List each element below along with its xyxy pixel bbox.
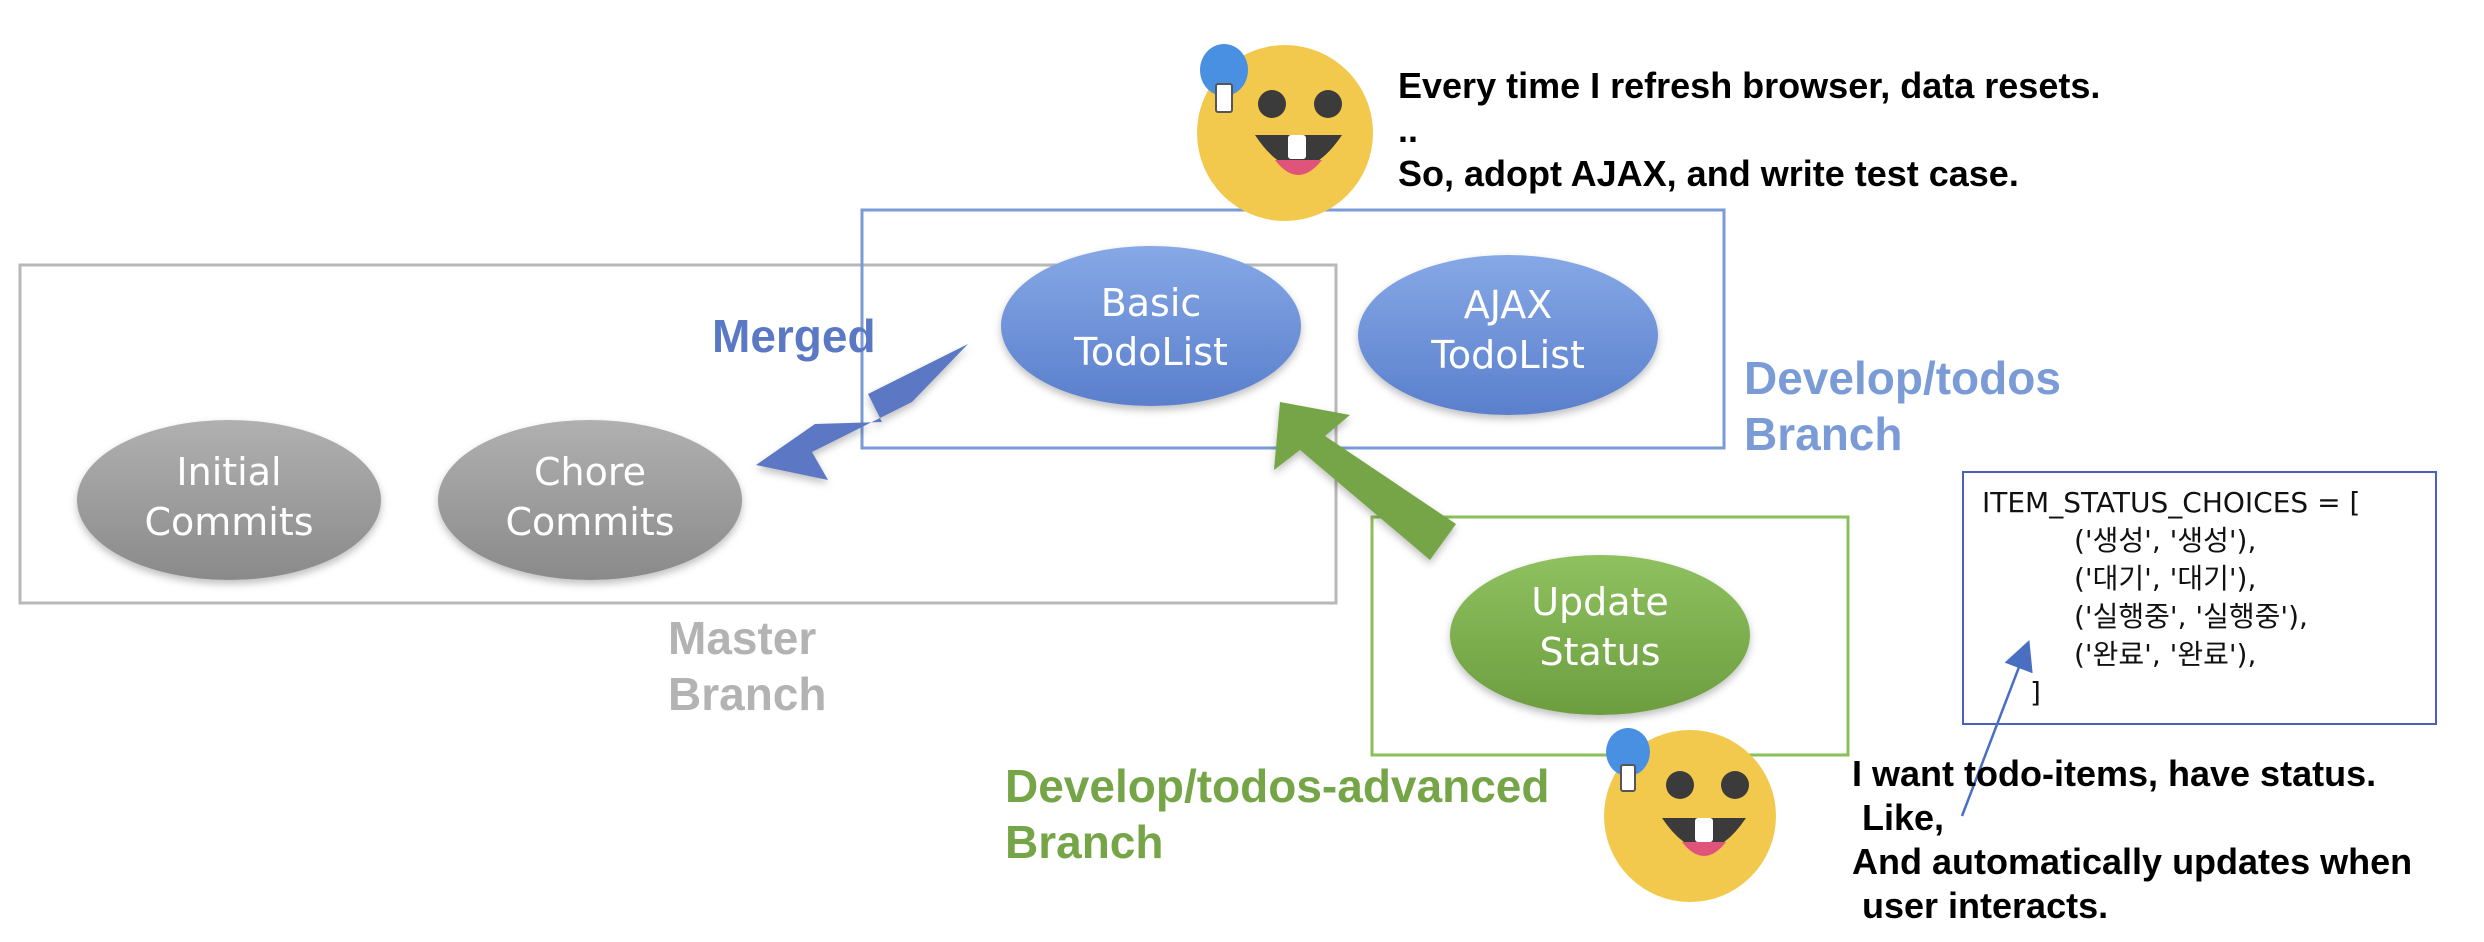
bottom-note: I want todo-items, have status. Like, An… [1852,752,2412,928]
status-choices-code: ITEM_STATUS_CHOICES = [ ('생성', '생성'), ('… [1982,484,2360,712]
code-line: ] [2030,676,2041,709]
note-line: .. [1398,109,1419,150]
node-label: Chore [534,450,646,494]
lightbulb-emoji-icon [1604,728,1776,902]
code-line: ('대기', '대기'), [2074,562,2257,595]
node-label: Update [1531,580,1669,624]
note-line: So, adopt AJAX, and write test case. [1398,153,2019,194]
code-line: ('생성', '생성'), [2074,524,2257,557]
node-label: Commits [144,500,313,544]
node-chore-commits: Chore Commits [438,420,742,580]
note-line: Every time I refresh browser, data reset… [1398,65,2101,106]
branch-label-line: Branch [1005,816,1164,868]
code-box [1962,471,2437,725]
node-update-status: Update Status [1450,555,1750,715]
merged-arrow [756,344,968,480]
code-pointer-arrow [1960,639,2033,817]
branch-label-line: Branch [668,668,827,720]
node-label: AJAX [1464,283,1553,327]
node-ajax-todolist: AJAX TodoList [1358,255,1658,415]
node-label: Basic [1101,281,1202,325]
branch-label-line: Master [668,612,817,664]
node-label: Initial [176,450,281,494]
top-note: Every time I refresh browser, data reset… [1398,64,2100,196]
merged-label: Merged [712,310,876,362]
code-line: ('실행중', '실행중'), [2074,600,2308,633]
develop-todos-branch-label: Develop/todos Branch [1744,350,2061,462]
develop-advanced-branch-label: Develop/todos-advanced Branch [1005,758,1549,870]
node-label: Status [1539,630,1660,674]
branch-label-line: Develop/todos [1744,352,2061,404]
update-arrow [1274,402,1456,560]
node-basic-todolist: Basic TodoList [1001,246,1301,406]
note-line: I want todo-items, have status. [1852,753,2377,794]
master-branch-label: Master Branch [668,610,826,722]
note-line: And automatically updates when [1852,841,2413,882]
node-label: Commits [505,500,674,544]
node-label: TodoList [1073,330,1228,374]
branch-label-line: Branch [1744,408,1903,460]
node-initial-commits: Initial Commits [77,420,381,580]
lightbulb-emoji-icon [1197,44,1373,221]
note-line: Like, [1852,797,1945,838]
branch-label-line: Develop/todos-advanced [1005,760,1550,812]
node-label: TodoList [1430,333,1585,377]
note-line: user interacts. [1852,885,2109,926]
code-line: ITEM_STATUS_CHOICES = [ [1982,486,2361,519]
code-line: ('완료', '완료'), [2074,638,2257,671]
master-branch-box [18,263,1338,605]
